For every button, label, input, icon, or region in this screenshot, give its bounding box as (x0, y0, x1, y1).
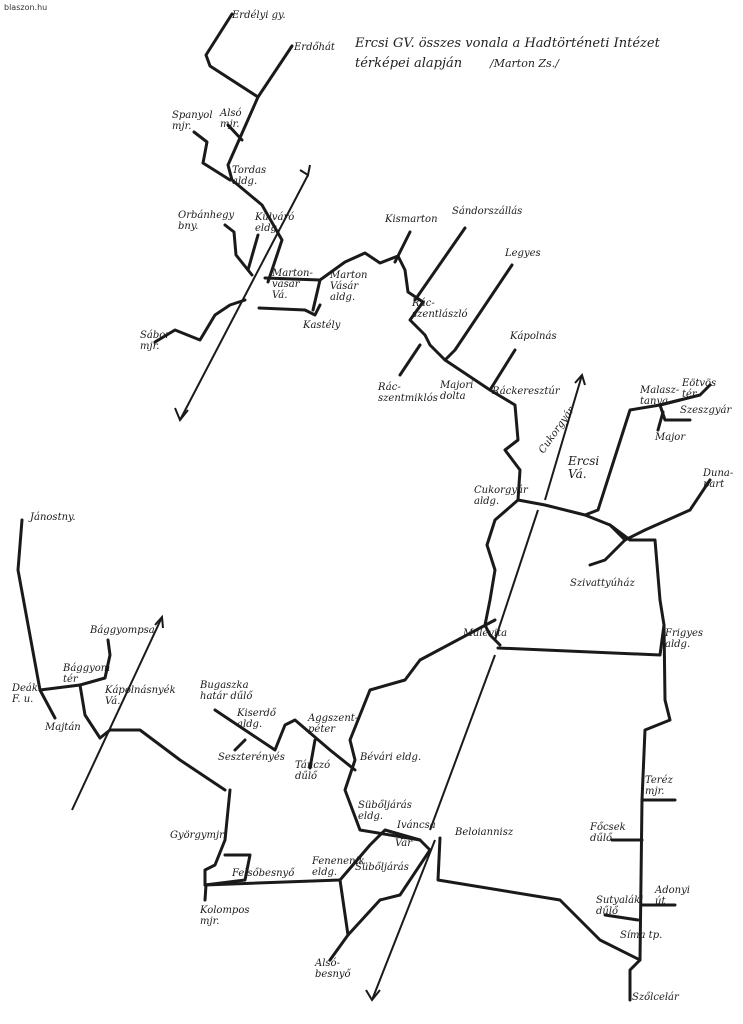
railway-ercsi (544, 374, 583, 501)
station-label: Eötvös tér (682, 378, 717, 400)
railway-arrows (154, 164, 586, 1002)
station-label: Vár (395, 838, 413, 849)
station-label: Györgymjr. (170, 830, 226, 841)
railway-beloiannisz (371, 839, 436, 1001)
station-label: Kismarton (385, 214, 438, 225)
station-label: Spanyol mjr. (172, 110, 213, 132)
station-label: Főcsek dűlő (590, 822, 626, 844)
station-label: Majori dolta (440, 380, 474, 402)
station-label: Szőlcelár (632, 992, 679, 1003)
station-label: Bággyom tér (63, 663, 111, 685)
railway-ercsi-south (494, 509, 539, 641)
station-label: Deák F. u. (12, 683, 38, 705)
station-label: Kápolnás (510, 331, 557, 342)
station-label: Jánostny. (30, 512, 76, 523)
station-label: Kastély (303, 320, 341, 331)
station-label: Erdőhát (294, 42, 335, 53)
railway-martonvasar (179, 174, 309, 421)
station-label: Szivattyúház (570, 578, 635, 589)
map-title: Ercsi GV. összes vonala a Hadtörténeti I… (355, 36, 660, 51)
station-label: Fenenenik eldg. (312, 856, 365, 878)
station-label: Majtán (45, 722, 81, 733)
station-label: Malevita (463, 628, 508, 639)
railways (71, 164, 586, 1002)
station-label: Frigyes aldg. (665, 628, 704, 650)
station-label: Ráckeresztúr (492, 386, 560, 397)
station-label: Alsó-besnyő (315, 958, 351, 980)
station-label: Malasz-tanya (640, 385, 680, 407)
station-label: Legyes (505, 248, 541, 259)
station-label: Aggszent-péter (308, 713, 359, 735)
station-label: Bugaszka határ dűlő (200, 680, 253, 702)
station-label: Erdélyi gy. (232, 10, 286, 21)
station-label: Sübőljárás (355, 862, 409, 873)
station-label: Beloiannisz (455, 827, 514, 838)
station-label: Bévári eldg. (360, 752, 422, 763)
station-label: Sutyaláki dűlő (596, 895, 644, 917)
station-label: Kiserdő aldg. (237, 708, 276, 730)
station-label: Teréz mjr. (645, 775, 673, 797)
station-label: Felsőbesnyő (232, 868, 295, 879)
railway-ivancsa (429, 654, 496, 831)
station-label: Alsó mjr. (220, 108, 242, 130)
station-label: Seszterényés (218, 752, 285, 763)
railway-kapolnasnyek (71, 616, 163, 811)
station-label: Sábor mjr. (140, 330, 171, 352)
map-subtitle: térképei alapján (355, 56, 463, 71)
station-label: Adonyi út (655, 885, 690, 907)
station-label: Rác-szentmiklós (378, 382, 438, 404)
station-label: Külváró eldg. (255, 212, 295, 234)
station-label: Orbánhegy bny. (178, 210, 235, 232)
station-label: Ercsi Vá. (568, 454, 600, 481)
station-label: Sübőljárás eldg. (358, 800, 412, 822)
station-label: Iváncsa (397, 820, 436, 831)
station-label: Cukorgyár aldg. (474, 485, 528, 507)
station-label: Kolompos mjr. (200, 905, 250, 927)
station-label: Síma tp. (620, 930, 663, 941)
station-label: Sándorszállás (452, 206, 523, 217)
station-label: Duna-part (703, 468, 734, 490)
station-label: Bággyompsa (90, 625, 155, 636)
station-label: Szeszgyár (680, 405, 732, 416)
station-label: Tordas aldg. (232, 165, 267, 187)
station-label: Tánczó dűlő (295, 760, 331, 782)
roads (16, 12, 712, 1002)
station-label: Marton-vásár Vá. (272, 268, 313, 301)
station-label: Kápolnásnyék Vá. (105, 685, 176, 707)
watermark: blaszon.hu (4, 3, 48, 12)
map-author: /Marton Zs./ (490, 57, 559, 70)
station-label: Marton Vásár aldg. (330, 270, 368, 303)
station-label: Rác-szentlászló (412, 298, 468, 320)
station-label: Major (655, 432, 686, 443)
